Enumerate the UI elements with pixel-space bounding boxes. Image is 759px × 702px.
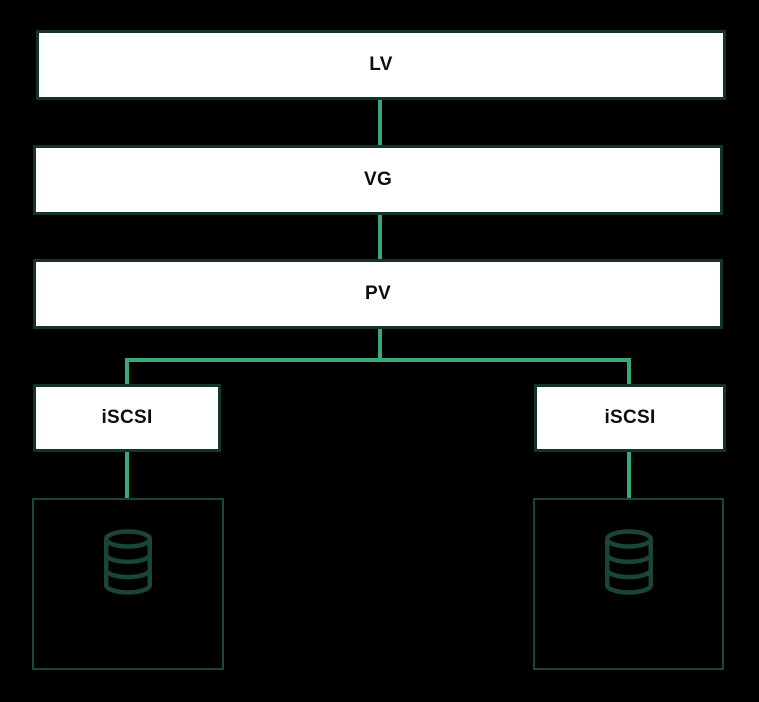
edge-iscsi-b-storage-b <box>627 452 631 498</box>
database-icon <box>104 529 152 595</box>
edge-branch-right-drop <box>627 358 631 386</box>
database-icon <box>604 529 653 595</box>
node-vg: VG <box>33 145 723 215</box>
edge-branch-horizontal <box>125 358 631 362</box>
node-pv: PV <box>33 259 723 329</box>
edge-pv-branch-stem <box>378 329 382 362</box>
node-lv: LV <box>36 30 726 100</box>
storage-box-a <box>32 498 224 670</box>
edge-iscsi-a-storage-a <box>125 452 129 498</box>
node-iscsi-b-label: iSCSI <box>604 407 656 428</box>
node-vg-label: VG <box>363 169 393 190</box>
node-lv-label: LV <box>369 54 393 75</box>
edge-lv-vg <box>378 100 382 145</box>
node-iscsi-b: iSCSI <box>534 384 726 452</box>
node-iscsi-a: iSCSI <box>33 384 221 452</box>
storage-box-b <box>533 498 724 670</box>
edge-vg-pv <box>378 215 382 259</box>
node-iscsi-a-label: iSCSI <box>101 407 153 428</box>
edge-branch-left-drop <box>125 358 129 386</box>
node-pv-label: PV <box>365 283 391 304</box>
